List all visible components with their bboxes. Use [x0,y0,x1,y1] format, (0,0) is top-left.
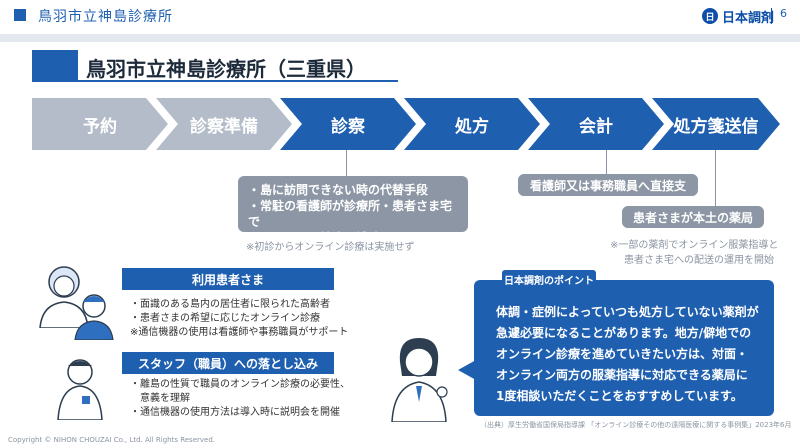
flow-step-examination: 診察 [280,98,416,150]
company-logo: 日 日本調剤 [702,7,775,26]
copyright: Copyright © NIHON CHOUZAI Co., Ltd. All … [8,436,215,444]
header-accent [14,9,26,21]
logo-text: 日本調剤 [722,10,775,26]
source-citation: （出典）厚生労働省国保局指導課 「オンライン診療その他の遠隔医療に関する事例集」… [480,421,792,429]
prescription-callout: 患者さまが本土の薬局へ来局 [622,206,764,242]
heading-marker [32,50,78,82]
flow-step-send-prescription: 処方箋送信 [652,98,780,150]
staff-icon [57,359,103,420]
top-bar: 鳥羽市立神島診療所 日 日本調剤 6 [0,0,800,30]
patients-label: 利用患者さま [122,268,334,290]
staff-label: スタッフ（職員）への落とし込み [122,352,334,374]
key-point-text: 体調・症例によっていつも処方していない薬剤が 急遽必要になることがあります。地方… [496,302,766,407]
callout-line: ・島に訪問できない時の代替手段 [248,183,429,197]
connector-line [606,150,607,174]
examination-callout: ・島に訪問できない時の代替手段 ・常駐の看護師が診療所・患者さま宅で オンライン… [238,176,468,245]
list-item: ・通信機器の使用方法は導入時に説明会を開催 [130,407,340,418]
connector-line [715,150,716,206]
header-strip [0,34,800,42]
heading-underline [78,80,398,82]
page-title: 鳥羽市立神島診療所（三重県） [86,57,366,81]
process-flow: 予約 診察準備 診察 処方 会計 処方箋送信 [32,98,780,150]
key-point-line: 体調・症例によっていつも処方していない薬剤が [496,305,759,319]
speech-tail [458,360,476,380]
flow-step-payment: 会計 [528,98,664,150]
page-number: 6 [780,7,787,20]
document-title: 鳥羽市立神島診療所 [38,9,173,25]
doctor-icon [391,338,448,422]
connector-line [346,150,347,176]
flow-step-preparation: 診察準備 [156,98,292,150]
prescription-note-1: ※一部の薬剤でオンライン服薬指導と [610,240,779,251]
key-point-line: 1度相談いただくことをおすすめしています。 [496,389,743,403]
section-heading: 鳥羽市立神島診療所（三重県） [32,50,402,82]
key-point-box: 体調・症例によっていつも処方していない薬剤が 急遽必要になることがあります。地方… [474,280,774,416]
prescription-note-2: 患者さま宅への配送の運用を開始 [624,255,774,266]
examination-note: ※初診からオンライン診療は実施せず [246,242,415,253]
key-point-tag: 日本調剤のポイント [502,270,596,288]
header-divider [771,8,772,24]
list-item: 意義を理解 [130,393,190,404]
staff-details: ・離島の性質で職員のオンライン診療の必要性、 意義を理解 ・通信機器の使用方法は… [130,378,370,420]
list-item: ※通信機器の使用は看護師や事務職員がサポート [130,327,349,338]
callout-line: オンライン診療を補助 [248,231,381,245]
flow-step-prescription: 処方 [404,98,540,150]
key-point-line: 急遽必要になることがあります。地方/僻地での [496,326,752,340]
young-man-icon [74,294,114,340]
flow-step-reservation: 予約 [32,98,168,150]
callout-line: ・常駐の看護師が診療所・患者さま宅で [248,199,453,229]
elderly-woman-icon [39,266,89,328]
patients-details: ・面識のある島内の居住者に限られた高齢者 ・患者さまの希望に応じたオンライン診療… [130,298,370,340]
payment-callout: 看護師又は事務職員へ直接支払 [518,174,698,210]
list-item: ・面識のある島内の居住者に限られた高齢者 [130,299,330,310]
list-item: ・離島の性質で職員のオンライン診療の必要性、 [130,379,350,390]
key-point-line: オンライン両方の服薬指導に対応できる薬局に [496,368,748,382]
list-item: ・患者さまの希望に応じたオンライン診療 [130,313,320,324]
key-point-line: オンライン診療を進めていきたい方は、対面・ [496,347,749,361]
logo-mark-icon: 日 [702,8,718,24]
